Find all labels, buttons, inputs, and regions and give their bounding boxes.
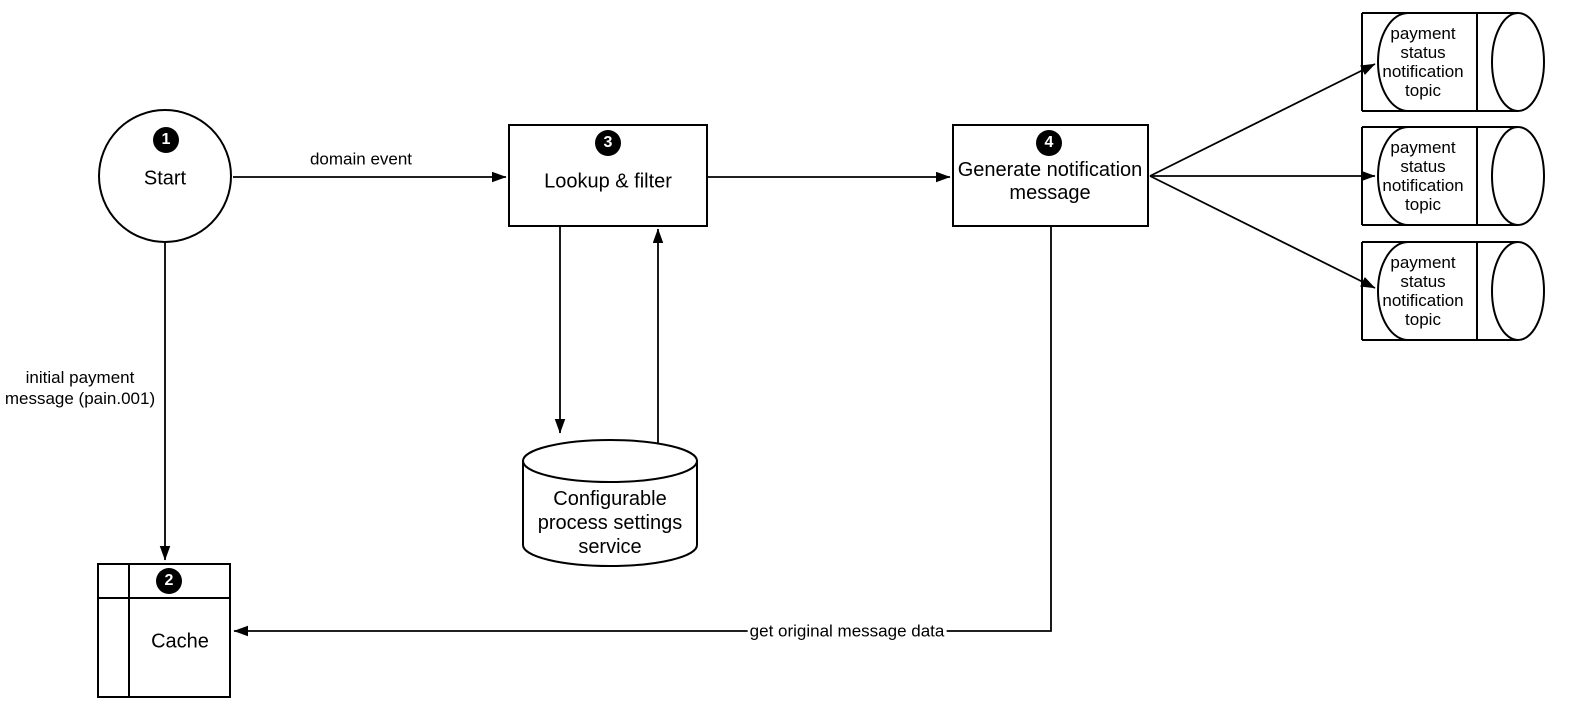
start-circle-shape <box>98 109 232 243</box>
topic-2-shape <box>1361 126 1545 226</box>
edge-generate-to-cache <box>233 226 1052 637</box>
settings-cylinder <box>522 439 698 567</box>
start-label: Start <box>143 167 187 190</box>
step-badge-4: 4 <box>1036 130 1062 156</box>
step-badge-3: 3 <box>595 130 621 156</box>
cache-label: Cache <box>151 630 209 653</box>
topic-3-shape <box>1361 241 1545 341</box>
topic-3-label: payment status notification topic <box>1382 253 1464 329</box>
settings-service-label: Configurable process settings service <box>537 488 683 558</box>
step-badge-1: 1 <box>153 127 179 153</box>
topic-1-shape <box>1361 12 1545 112</box>
topic-1-label: payment status notification topic <box>1382 24 1464 100</box>
initial-payment-label: initial payment message (pain.001) <box>4 368 156 408</box>
lookup-filter-label: Lookup & filter <box>544 170 672 193</box>
step-badge-2: 2 <box>156 568 182 594</box>
generate-notification-label: Generate notification message <box>957 159 1143 204</box>
edge-generate-to-topic-3 <box>1149 175 1376 289</box>
topic-2-label: payment status notification topic <box>1382 138 1464 214</box>
get-original-message-label: get original message data <box>747 620 947 642</box>
domain-event-label: domain event <box>309 149 413 169</box>
edge-generate-to-topic-1 <box>1149 63 1376 177</box>
